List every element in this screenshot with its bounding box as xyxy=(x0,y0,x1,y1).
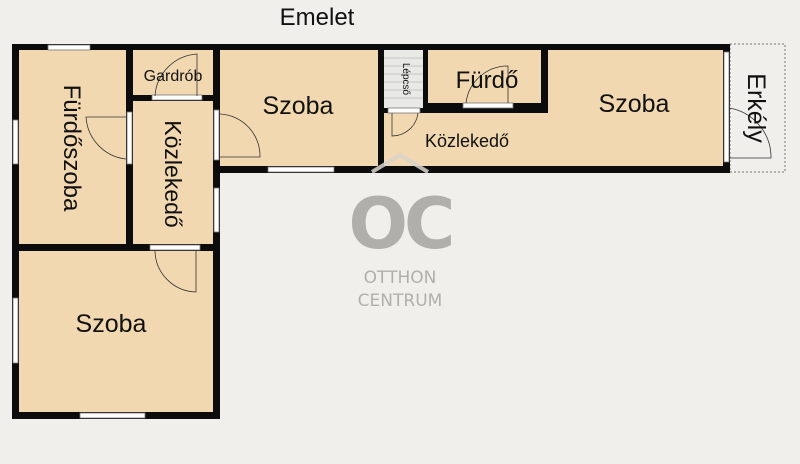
door-swing xyxy=(465,65,509,104)
label-gardrob: Gardrób xyxy=(144,68,203,85)
label-kozlekedo-right: Közlekedő xyxy=(425,131,509,151)
window xyxy=(12,297,19,364)
stairs-icon xyxy=(384,57,423,99)
room-szoba-middle xyxy=(220,50,378,166)
room-szoba-bottom xyxy=(19,251,213,412)
door-opening xyxy=(149,244,201,251)
label-lepcso: Lépcső xyxy=(400,63,411,96)
door-swing xyxy=(391,112,419,137)
door-swing xyxy=(219,113,261,158)
room-furdo xyxy=(428,50,541,103)
window xyxy=(723,51,730,163)
floor-title: Emelet xyxy=(280,4,355,31)
door-opening xyxy=(213,109,220,161)
door-swing xyxy=(154,53,198,97)
otthon-centrum-logo: OC OTTHON CENTRUM xyxy=(349,152,455,311)
label-szoba-right: Szoba xyxy=(599,90,670,118)
window xyxy=(267,166,335,173)
room-szoba-right-kozlekedo xyxy=(384,50,723,166)
label-erkely: Erkély xyxy=(742,73,770,143)
svg-text:OTTHON: OTTHON xyxy=(364,268,437,288)
label-kozlekedo-left: Közlekedő xyxy=(160,120,186,227)
door-opening xyxy=(126,111,133,165)
window xyxy=(12,119,19,165)
room-furdoszoba xyxy=(19,50,126,244)
window xyxy=(213,187,220,233)
door-opening xyxy=(462,102,514,109)
label-furdo: Fürdő xyxy=(456,67,519,94)
door-swing xyxy=(85,116,127,160)
room-kozlekedo-left xyxy=(133,101,213,244)
label-furdoszoba: Fürdőszoba xyxy=(58,85,85,212)
door-opening xyxy=(151,94,203,101)
svg-text:CENTRUM: CENTRUM xyxy=(358,291,443,311)
door-swing xyxy=(154,250,197,293)
label-szoba-bottom: Szoba xyxy=(76,310,147,338)
door-opening xyxy=(387,107,421,114)
window xyxy=(47,44,91,51)
svg-text:OC: OC xyxy=(349,183,452,265)
label-szoba-middle: Szoba xyxy=(263,92,334,120)
room-gardrob xyxy=(133,50,213,95)
balcony-door-swing xyxy=(728,107,772,159)
window xyxy=(79,412,146,419)
